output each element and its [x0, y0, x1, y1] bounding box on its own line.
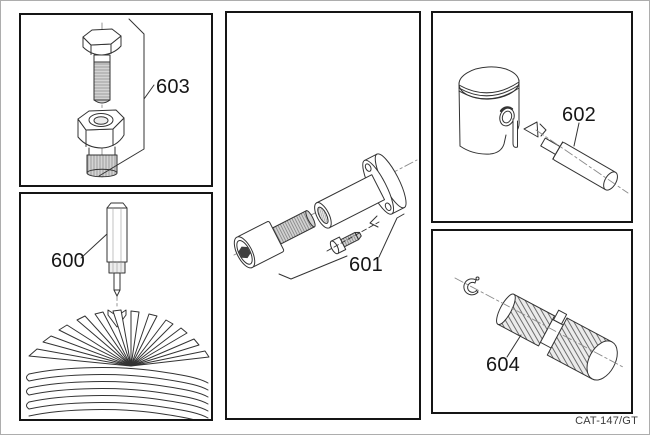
label-bracket-601 [278, 213, 405, 280]
part-label-603: 603 [156, 76, 190, 98]
label-bracket-603 [98, 18, 155, 177]
centerline [535, 129, 629, 194]
piston-and-drift-illustration [458, 66, 629, 194]
part-label-604: 604 [486, 354, 520, 376]
insert-arrow-icon [523, 121, 547, 138]
bolt-and-spacer-illustration [233, 153, 418, 280]
panel-604: 604 [431, 229, 633, 414]
allen-bolt [233, 210, 316, 269]
punch-tool [106, 202, 128, 297]
hex-bolt-and-nut-illustration [77, 18, 155, 178]
spacer-sleeve [314, 153, 407, 229]
label-leader-604 [506, 334, 522, 358]
panel-601: 601 [225, 11, 421, 420]
label-leader-602 [573, 122, 580, 147]
panel-600: 600 [19, 192, 213, 421]
punch-and-cylinder-head-illustration [26, 202, 210, 419]
catalog-code: CAT-147/GT [575, 415, 638, 427]
part-label-602: 602 [562, 104, 596, 126]
circlip [463, 276, 480, 296]
set-screw [329, 231, 362, 255]
label-leader-600 [80, 233, 108, 259]
centerline [454, 277, 624, 368]
cylinder-head [26, 309, 210, 419]
knurled-rollers [496, 293, 618, 381]
circlip-and-rollers-illustration [454, 276, 624, 381]
hex-bolt [82, 28, 122, 104]
pin-drift [540, 137, 618, 191]
part-label-600: 600 [51, 250, 85, 272]
panel-602: 602 [431, 11, 633, 223]
panel-603: 603 [19, 13, 213, 187]
adapter-nut [77, 109, 125, 178]
piston [458, 66, 520, 155]
part-label-601: 601 [349, 254, 383, 276]
skirt-slot [512, 118, 518, 148]
set-screw-axis [326, 215, 380, 252]
